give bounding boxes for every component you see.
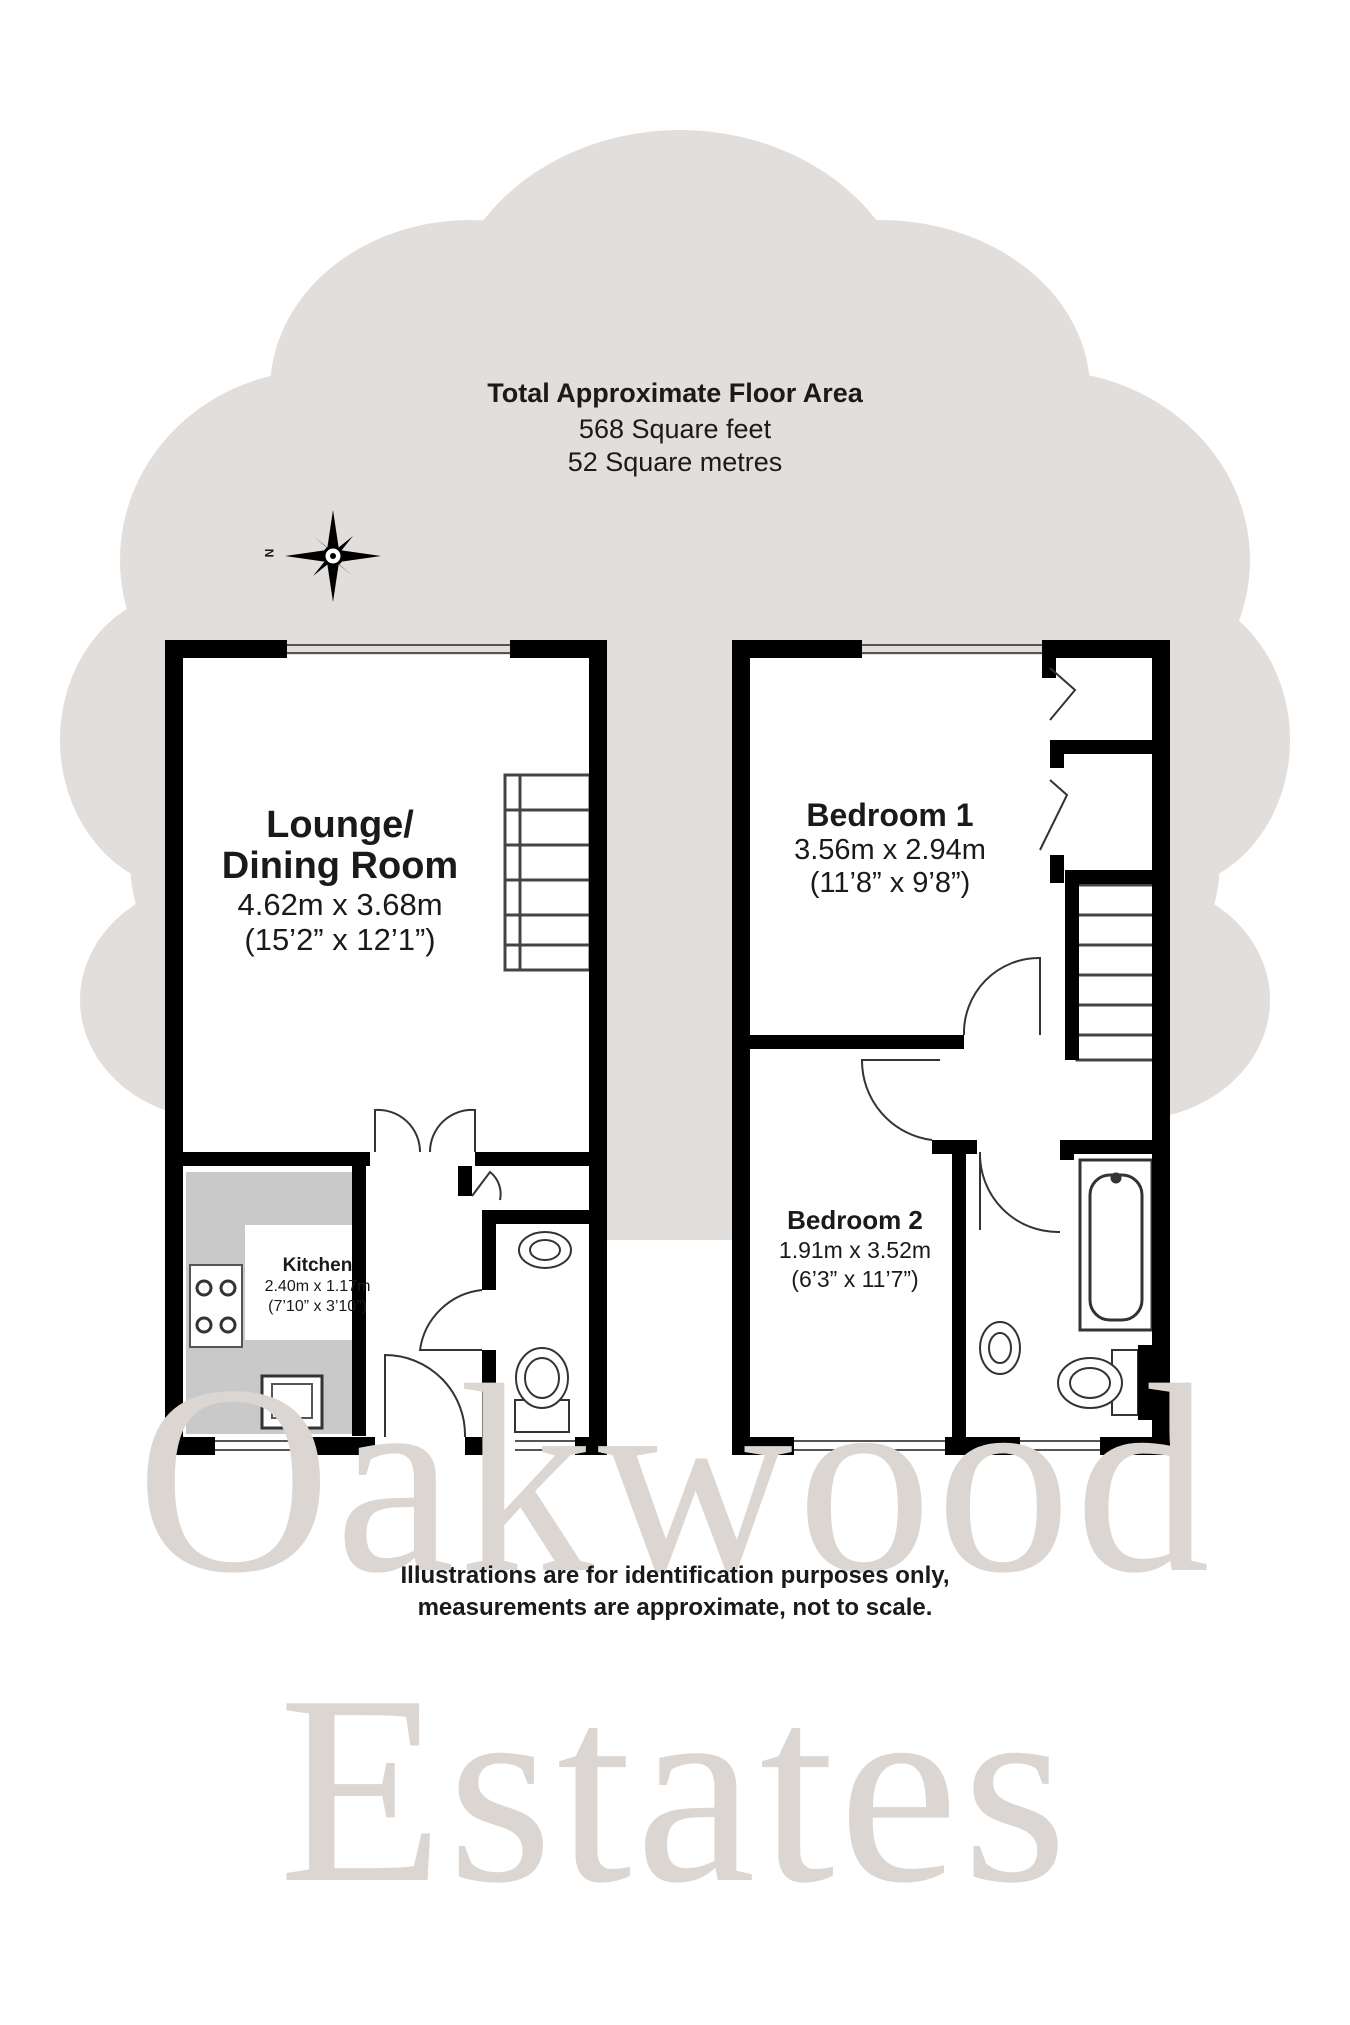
ground-basin-icon — [518, 1231, 572, 1269]
kitchen-metric: 2.40m x 1.17m — [264, 1278, 371, 1295]
first-stairs — [1075, 883, 1157, 1062]
compass-label: N — [262, 548, 277, 558]
floor-area-title: Total Approximate Floor Area — [487, 378, 863, 408]
room-label-lounge: Lounge/ Dining Room 4.62m x 3.68m (15’2”… — [190, 804, 490, 958]
watermark-line1: Oakwood — [136, 1330, 1214, 1629]
kitchen-imperial: (7’10” x 3’10”) — [268, 1298, 367, 1315]
compass-rose-icon — [285, 510, 381, 602]
bedroom2-name: Bedroom 2 — [787, 1205, 923, 1235]
lounge-imperial: (15’2” x 12’1”) — [244, 922, 436, 957]
first-basin-icon — [979, 1321, 1021, 1375]
kitchen-name: Kitchen — [282, 1255, 353, 1276]
bath-icon — [1078, 1158, 1154, 1332]
kitchen-sink-icon — [260, 1374, 324, 1430]
first-floor-plan — [732, 640, 1170, 1455]
room-label-kitchen: Kitchen 2.40m x 1.17m (7’10” x 3’10”) — [230, 1255, 405, 1317]
bedroom2-imperial: (6’3” x 11’7”) — [791, 1266, 919, 1292]
bedroom1-imperial: (11’8” x 9’8”) — [809, 867, 971, 899]
room-label-bedroom1: Bedroom 1 3.56m x 2.94m (11’8” x 9’8”) — [750, 797, 1030, 900]
disclaimer-line2: measurements are approximate, not to sca… — [417, 1594, 933, 1621]
floor-area-sqm: 52 Square metres — [567, 447, 783, 477]
floor-area-sqft: 568 Square feet — [578, 414, 772, 444]
lounge-metric: 4.62m x 3.68m — [237, 887, 443, 922]
first-wc-icon — [1057, 1349, 1139, 1416]
lounge-name-line1: Lounge/ — [266, 804, 414, 846]
bedroom1-metric: 3.56m x 2.94m — [794, 834, 986, 866]
lounge-name-line2: Dining Room — [221, 845, 459, 887]
bedroom1-name: Bedroom 1 — [806, 797, 974, 833]
room-label-bedroom2: Bedroom 2 1.91m x 3.52m (6’3” x 11’7”) — [750, 1205, 960, 1294]
ground-floor-plan — [165, 640, 607, 1455]
watermark-line2: Estates — [278, 1640, 1072, 1939]
disclaimer-line1: Illustrations are for identification pur… — [400, 1562, 950, 1589]
ground-stairs — [503, 773, 592, 972]
ground-wc-icon — [514, 1347, 570, 1433]
hob-icon — [189, 1264, 243, 1348]
bedroom2-metric: 1.91m x 3.52m — [778, 1237, 932, 1263]
